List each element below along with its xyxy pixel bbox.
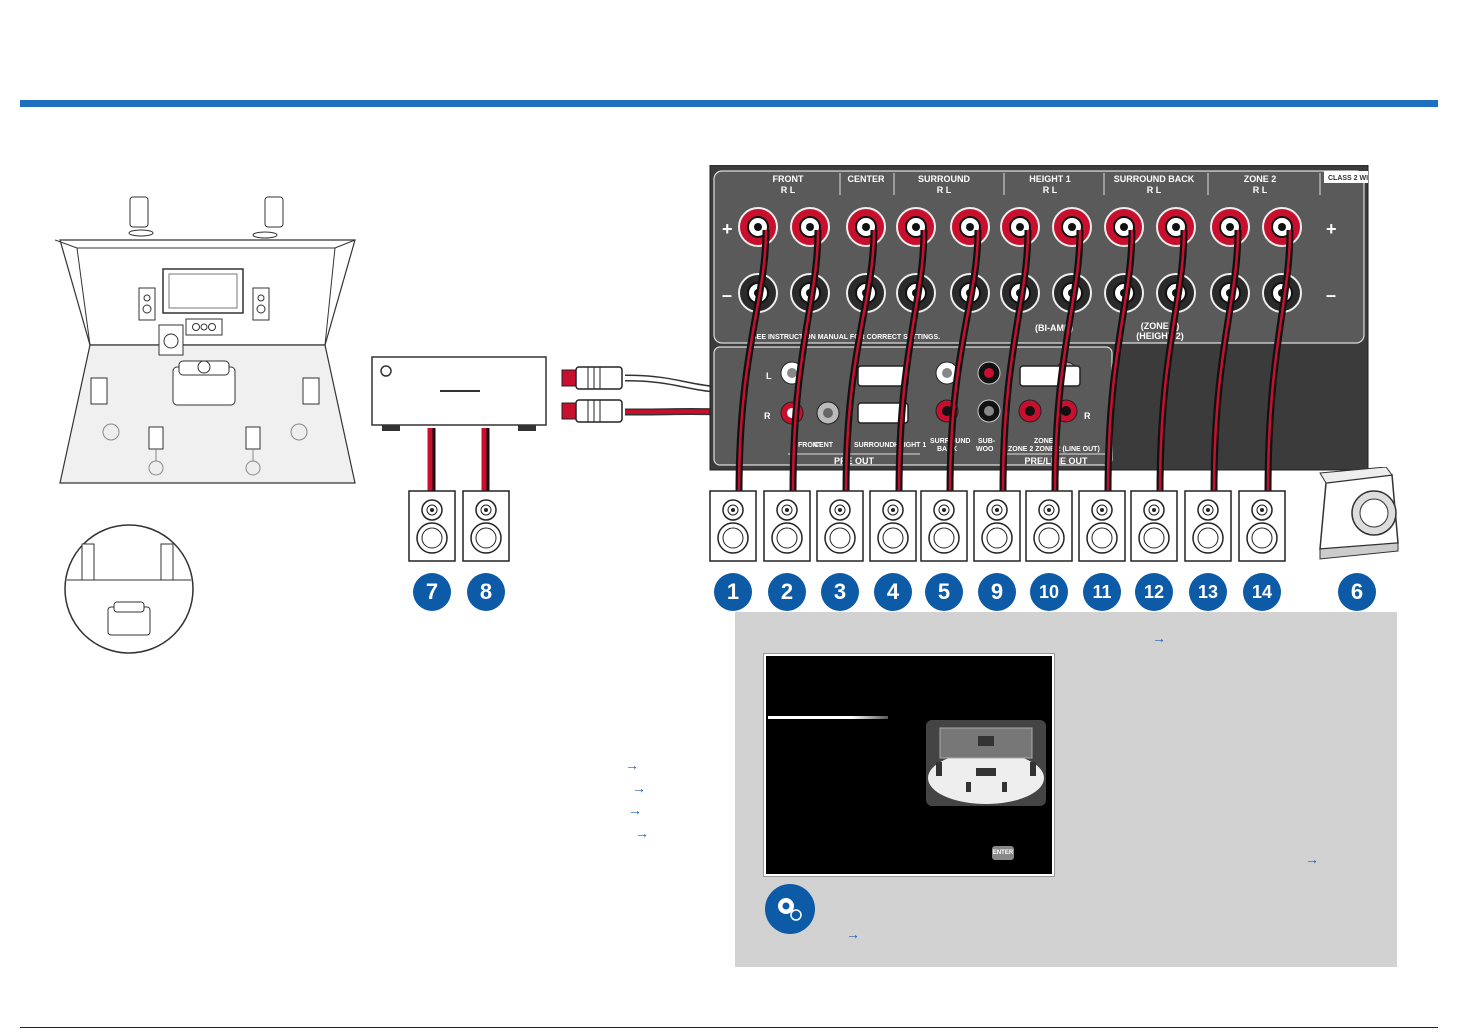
enter-button[interactable]: ENTER	[992, 846, 1014, 860]
front-left-speaker-icon	[138, 287, 156, 321]
speaker-number-badge: 2	[768, 573, 806, 611]
external-amplifier	[371, 356, 623, 431]
speaker-number-badge: 9	[978, 573, 1016, 611]
speaker-number-badge: 6	[1338, 573, 1376, 611]
svg-text:R: R	[764, 411, 771, 421]
svg-text:(BI-AMP): (BI-AMP)	[1035, 323, 1073, 333]
svg-text:R L: R L	[1043, 185, 1058, 195]
tv-icon	[162, 268, 244, 314]
svg-text:PRE OUT: PRE OUT	[834, 456, 875, 466]
speaker-3-icon	[816, 490, 864, 562]
height-speaker-left-icon	[128, 196, 154, 237]
setup-screen-preview: ENTER	[764, 654, 1054, 876]
speaker-number-badge: 11	[1083, 573, 1121, 611]
speaker-11-icon	[1078, 490, 1126, 562]
center-speaker-icon	[185, 318, 223, 336]
svg-text:HEIGHT 1: HEIGHT 1	[894, 442, 926, 449]
svg-text:SUB-: SUB-	[978, 438, 996, 445]
speaker-number-badge: 7	[413, 573, 451, 611]
speaker-8-icon	[462, 490, 510, 562]
speaker-7-icon	[408, 490, 456, 562]
speaker-number-badge: 13	[1189, 573, 1227, 611]
speaker-number-badge: 3	[821, 573, 859, 611]
speaker-14-icon	[1238, 490, 1286, 562]
speaker-number-badge: 14	[1243, 573, 1281, 611]
settings-gear-icon	[765, 884, 815, 934]
front-speaker-zoom-diagram	[64, 524, 194, 654]
speaker-number-badge: 1	[714, 573, 752, 611]
ref-link-6[interactable]: →​	[1305, 851, 1319, 867]
ref-link-1[interactable]: →​	[1152, 630, 1166, 646]
svg-text:–: –	[722, 285, 732, 305]
svg-text:R L: R L	[1147, 185, 1162, 195]
svg-text:R L: R L	[937, 185, 952, 195]
front-right-speaker-icon	[252, 287, 270, 321]
speaker-number-badge: 12	[1135, 573, 1173, 611]
room-preview-icon	[926, 720, 1046, 806]
svg-text:CENT: CENT	[814, 442, 834, 449]
svg-text:R L: R L	[1253, 185, 1268, 195]
ref-link-2[interactable]: →​	[625, 757, 639, 773]
sofa-icon	[172, 360, 236, 406]
speaker-9-icon	[973, 490, 1021, 562]
surround-back-left-speaker-icon	[148, 426, 164, 476]
panel-header-surround: SURROUND	[918, 174, 971, 184]
svg-text:SEE INSTRUCTION MANUAL FOR COR: SEE INSTRUCTION MANUAL FOR CORRECT SETTI…	[752, 334, 940, 341]
svg-text:R: R	[1084, 411, 1091, 421]
svg-text:R L: R L	[781, 185, 796, 195]
speaker-2-icon	[763, 490, 811, 562]
receiver-rear-panel: FRONT R L CENTER SURROUND R L HEIGHT 1 R…	[709, 165, 1369, 471]
panel-header-zone2: ZONE 2	[1244, 174, 1277, 184]
speaker-12-icon	[1130, 490, 1178, 562]
svg-text:–: –	[1326, 285, 1336, 305]
ref-link-5[interactable]: →​	[635, 825, 649, 841]
svg-text:WOO: WOO	[976, 446, 994, 453]
panel-header-center: CENTER	[847, 174, 885, 184]
height-speaker-right-icon	[252, 196, 284, 239]
footer-rule	[20, 1027, 1438, 1028]
speaker-5-icon	[920, 490, 968, 562]
panel-header-front: FRONT	[773, 174, 804, 184]
svg-text:(ZONE 3): (ZONE 3)	[1141, 321, 1180, 331]
ref-link-7[interactable]: →​	[846, 926, 860, 942]
svg-text:ZONE 2: ZONE 2	[1034, 438, 1059, 445]
svg-text:(HEIGHT 2): (HEIGHT 2)	[1136, 331, 1184, 341]
surround-back-right-speaker-icon	[245, 426, 261, 476]
speaker-1-icon	[709, 490, 757, 562]
rca-plug-red-icon	[561, 399, 623, 423]
speaker-number-badge: 5	[925, 573, 963, 611]
subwoofer-icon	[1319, 467, 1399, 560]
surround-left-speaker-icon	[90, 377, 120, 441]
ref-link-3[interactable]: →​	[632, 780, 646, 796]
header-rule	[20, 100, 1438, 107]
speaker-number-badge: 4	[874, 573, 912, 611]
speaker-10-icon	[1025, 490, 1073, 562]
subwoofer-room-icon	[158, 324, 184, 356]
svg-text:BACK: BACK	[937, 446, 957, 453]
svg-text:FRONT: FRONT	[798, 442, 823, 449]
speaker-number-badge: 10	[1030, 573, 1068, 611]
rca-plug-white-icon	[561, 366, 623, 390]
speaker-number-badge: 8	[467, 573, 505, 611]
room-layout-diagram	[55, 196, 356, 484]
ref-link-4[interactable]: →​	[628, 802, 642, 818]
speaker-13-icon	[1184, 490, 1232, 562]
speaker-4-icon	[869, 490, 917, 562]
svg-text:+: +	[722, 219, 733, 239]
surround-right-speaker-icon	[290, 377, 320, 441]
panel-header-surround-back: SURROUND BACK	[1114, 174, 1195, 184]
panel-header-height1: HEIGHT 1	[1029, 174, 1071, 184]
svg-text:SURROUND: SURROUND	[854, 442, 894, 449]
svg-text:L: L	[766, 371, 772, 381]
svg-text:+: +	[1326, 219, 1337, 239]
svg-text:CLASS 2 WI: CLASS 2 WI	[1328, 175, 1368, 182]
